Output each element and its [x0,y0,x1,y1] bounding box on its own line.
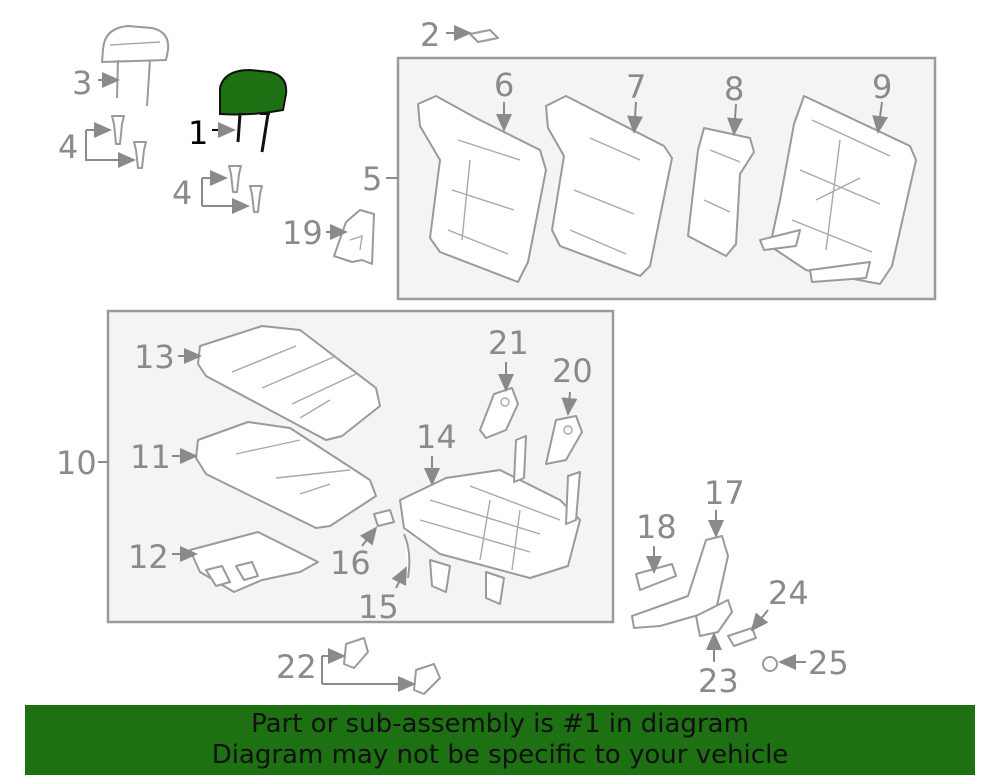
wire-15-part[interactable] [403,533,411,579]
callout-9: 9 [872,68,892,106]
clip-16-part[interactable] [373,509,395,527]
callout-19: 19 [282,214,323,252]
callout-4a: 4 [58,128,78,166]
callout-8: 8 [724,70,744,108]
callout-21: 21 [488,324,529,362]
bracket-22-part[interactable] [343,637,441,695]
bracket-19-part[interactable] [333,209,375,265]
callout-16: 16 [330,544,371,582]
bracket-18-part[interactable] [635,563,677,591]
callout-17: 17 [704,474,745,512]
callout-11: 11 [130,438,171,476]
callout-25: 25 [808,644,849,682]
cushion-cover-13-part[interactable] [197,325,381,441]
callout-6: 6 [494,66,514,104]
callout-7: 7 [626,68,646,106]
screw-25-part[interactable] [762,656,778,672]
callout-15: 15 [358,588,399,626]
callout-13: 13 [134,338,175,376]
cover-23-part[interactable] [695,599,733,637]
banner-line-2: Diagram may not be specific to your vehi… [211,740,789,770]
seat-back-frame-6-part[interactable] [417,95,547,283]
callout-24: 24 [768,574,809,612]
callout-12: 12 [128,538,169,576]
banner-line-1: Part or sub-assembly is #1 in diagram [251,709,749,739]
bolt-4a-part[interactable] [111,115,263,213]
clip-24-part[interactable] [727,627,757,647]
callout-1: 1 [188,114,208,152]
callout-14: 14 [416,418,457,456]
seat-frame-14-part[interactable] [399,435,581,605]
footer-banner: Part or sub-assembly is #1 in diagram Di… [25,705,975,775]
callout-22: 22 [276,648,317,686]
callout-23: 23 [698,662,739,700]
cushion-pad-11-part[interactable] [195,421,377,529]
callout-10: 10 [56,444,97,482]
callout-18: 18 [636,508,677,546]
trim-17-part[interactable] [631,535,729,629]
leader-lines [85,25,889,692]
panel-8-part[interactable] [687,127,755,257]
seat-back-frame-9-part[interactable] [759,95,917,285]
headrest-3-part[interactable] [101,25,170,107]
mat-12-part[interactable] [189,531,319,593]
bracket-20-part[interactable] [545,415,583,465]
callout-5: 5 [362,160,382,198]
callout-4b: 4 [172,174,192,212]
headrest-1-part[interactable] [219,68,288,153]
callout-20: 20 [552,352,593,390]
callout-2: 2 [420,16,440,54]
callout-3: 3 [72,64,92,102]
clip-2-part[interactable] [469,29,499,43]
